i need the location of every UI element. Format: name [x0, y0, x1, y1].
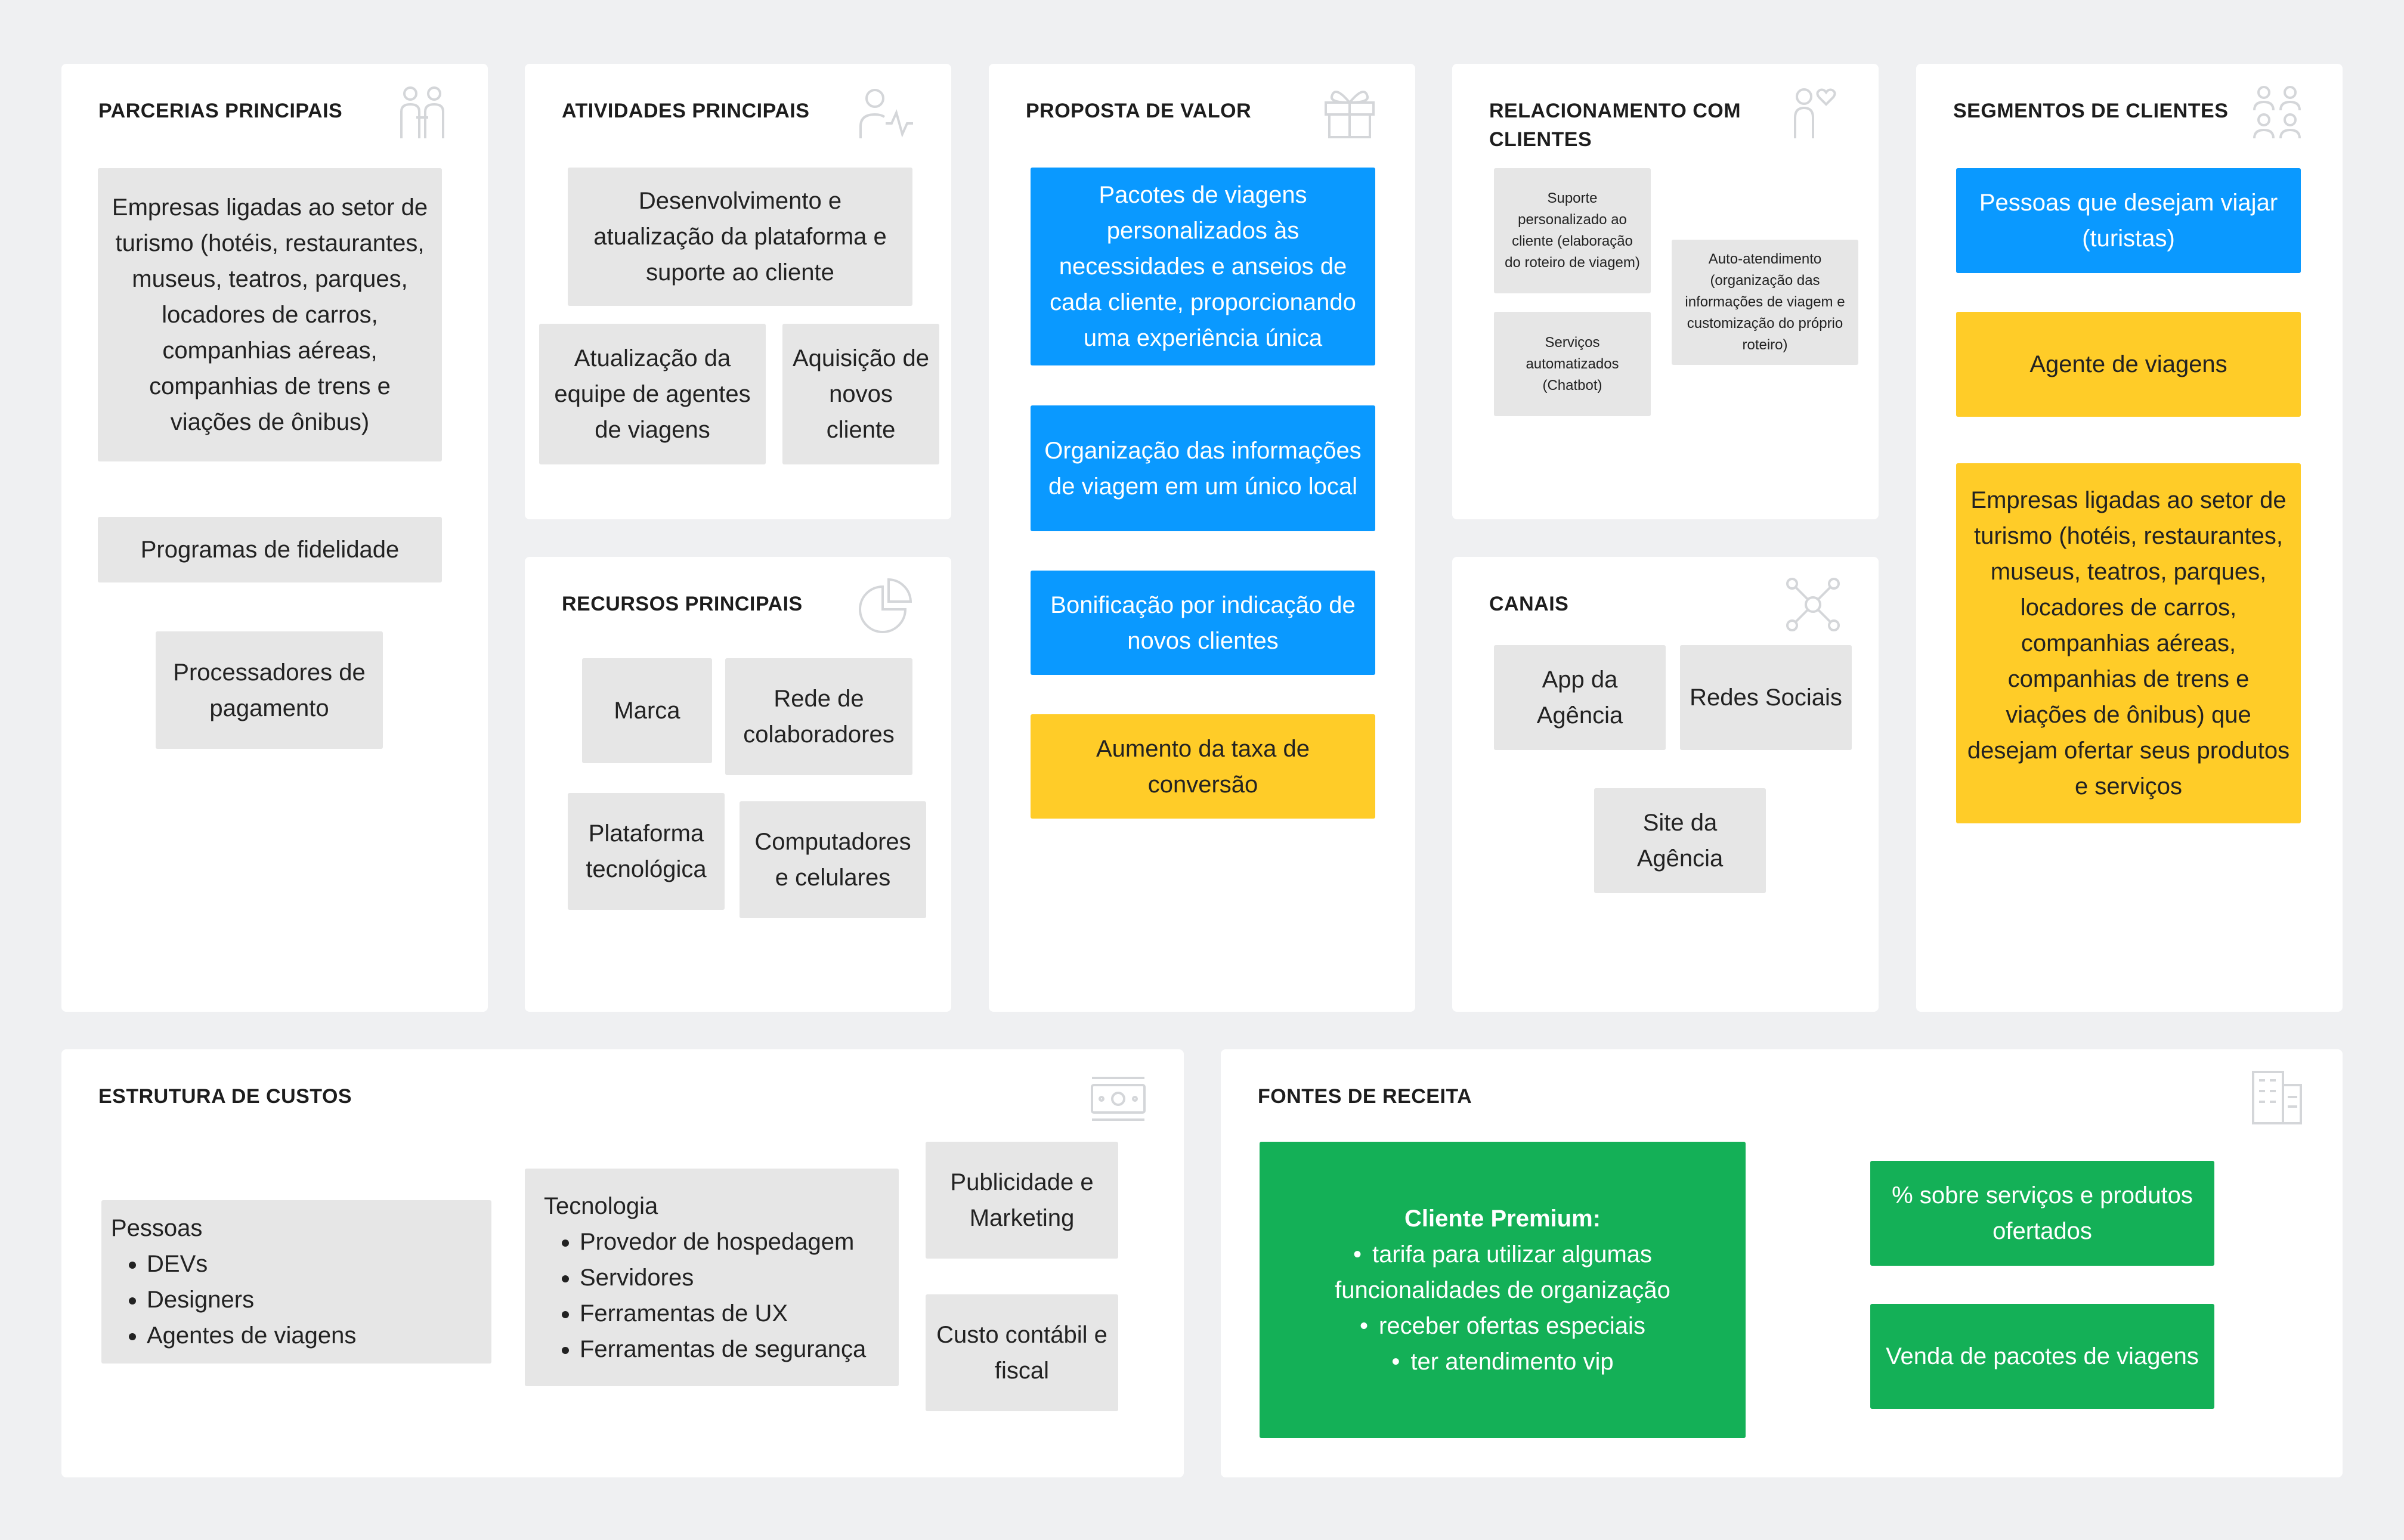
network-icon — [1783, 575, 1843, 634]
list-heading: Pessoas — [111, 1215, 203, 1241]
list-item: Designers — [147, 1282, 356, 1318]
panel-title: PARCERIAS PRINCIPAIS — [98, 100, 343, 122]
sticky-note[interactable]: Site da Agência — [1594, 788, 1766, 893]
sticky-note[interactable]: Programas de fidelidade — [98, 517, 442, 582]
list-item: Ferramentas de segurança — [580, 1331, 866, 1367]
panel-canais: CANAIS App da Agência Redes Sociais Site… — [1452, 557, 1879, 1012]
sticky-note[interactable]: Empresas ligadas ao setor de turismo (ho… — [1956, 463, 2301, 823]
people-group-icon — [2247, 82, 2307, 141]
revenue-icon — [2247, 1067, 2307, 1127]
panel-title: RELACIONAMENTO COM CLIENTES — [1489, 100, 1741, 151]
sticky-note[interactable]: Redes Sociais — [1680, 645, 1852, 750]
sticky-note[interactable]: Serviços automatizados (Chatbot) — [1494, 312, 1651, 416]
list-heading: Cliente Premium: — [1404, 1205, 1601, 1232]
panel-title: FONTES DE RECEITA — [1258, 1085, 1472, 1108]
partners-icon — [392, 82, 452, 141]
list: Provedor de hospedagem Servidores Ferram… — [544, 1224, 866, 1367]
list-item: ter atendimento vip — [1269, 1344, 1736, 1380]
premium-client-note[interactable]: Cliente Premium: tarifa para utilizar al… — [1260, 1142, 1746, 1438]
gift-icon — [1320, 82, 1379, 141]
sticky-note[interactable]: Publicidade e Marketing — [926, 1142, 1118, 1259]
list-item: tarifa para utilizar algumas funcionalid… — [1269, 1237, 1736, 1308]
list-item: Provedor de hospedagem — [580, 1224, 866, 1260]
cost-technology-note[interactable]: Tecnologia Provedor de hospedagem Servid… — [525, 1169, 899, 1386]
panel-proposta: PROPOSTA DE VALOR Pacotes de viagens per… — [989, 64, 1415, 1012]
sticky-note[interactable]: Processadores de pagamento — [156, 631, 383, 749]
sticky-note[interactable]: Aquisição de novos cliente — [782, 324, 939, 464]
panel-title: ESTRUTURA DE CUSTOS — [98, 1085, 352, 1108]
person-activity-icon — [856, 82, 915, 141]
panel-atividades: ATIVIDADES PRINCIPAIS Desenvolvimento e … — [525, 64, 951, 519]
panel-title: SEGMENTOS DE CLIENTES — [1953, 100, 2229, 122]
list: tarifa para utilizar algumas funcionalid… — [1269, 1237, 1736, 1380]
panel-title: CANAIS — [1489, 593, 1569, 615]
sticky-note[interactable]: Plataforma tecnológica — [568, 793, 725, 910]
list-item: Ferramentas de UX — [580, 1296, 866, 1331]
sticky-note[interactable]: Computadores e celulares — [740, 801, 926, 918]
sticky-note[interactable]: Organização das informações de viagem em… — [1031, 405, 1375, 531]
panel-title: ATIVIDADES PRINCIPAIS — [562, 100, 810, 122]
list-item: Servidores — [580, 1260, 866, 1296]
panel-title: PROPOSTA DE VALOR — [1026, 100, 1252, 122]
panel-segmentos: SEGMENTOS DE CLIENTES Pessoas que deseja… — [1916, 64, 2343, 1012]
sticky-note[interactable]: % sobre serviços e produtos ofertados — [1870, 1161, 2214, 1266]
sticky-note[interactable]: Suporte personalizado ao cliente (elabor… — [1494, 168, 1651, 293]
sticky-note[interactable]: Venda de pacotes de viagens — [1870, 1304, 2214, 1409]
sticky-note[interactable]: Empresas ligadas ao setor de turismo (ho… — [98, 168, 442, 461]
sticky-note[interactable]: Agente de viagens — [1956, 312, 2301, 417]
sticky-note[interactable]: Marca — [582, 658, 712, 763]
person-heart-icon — [1783, 82, 1843, 141]
sticky-note[interactable]: Pessoas que desejam viajar (turistas) — [1956, 168, 2301, 273]
sticky-note[interactable]: Pacotes de viagens personalizados às nec… — [1031, 168, 1375, 365]
panel-receita: FONTES DE RECEITA Cliente Premium: tarif… — [1221, 1049, 2343, 1477]
sticky-note[interactable]: Aumento da taxa de conversão — [1031, 714, 1375, 819]
sticky-note[interactable]: Atualização da equipe de agentes de viag… — [539, 324, 766, 464]
list-item: DEVs — [147, 1246, 356, 1282]
sticky-note[interactable]: Desenvolvimento e atualização da platafo… — [568, 168, 912, 306]
pie-chart-icon — [856, 575, 915, 634]
sticky-note[interactable]: Rede de colaboradores — [725, 658, 912, 775]
list-item: receber ofertas especiais — [1269, 1308, 1736, 1344]
list-heading: Tecnologia — [544, 1192, 658, 1219]
panel-recursos: RECURSOS PRINCIPAIS Marca Rede de colabo… — [525, 557, 951, 1012]
panel-relacionamento: RELACIONAMENTO COM CLIENTES Suporte pers… — [1452, 64, 1879, 519]
panel-custos: ESTRUTURA DE CUSTOS Pessoas DEVs Designe… — [61, 1049, 1184, 1477]
sticky-note[interactable]: Bonificação por indicação de novos clien… — [1031, 571, 1375, 675]
sticky-note[interactable]: Custo contábil e fiscal — [926, 1294, 1118, 1411]
money-icon — [1088, 1067, 1148, 1127]
panel-parcerias: PARCERIAS PRINCIPAIS Empresas ligadas ao… — [61, 64, 488, 1012]
sticky-note[interactable]: Auto-atendimento (organização das inform… — [1672, 240, 1858, 365]
cost-people-note[interactable]: Pessoas DEVs Designers Agentes de viagen… — [101, 1200, 491, 1364]
sticky-note[interactable]: App da Agência — [1494, 645, 1666, 750]
panel-title: RECURSOS PRINCIPAIS — [562, 593, 803, 615]
list: DEVs Designers Agentes de viagens — [111, 1246, 356, 1353]
list-item: Agentes de viagens — [147, 1318, 356, 1353]
